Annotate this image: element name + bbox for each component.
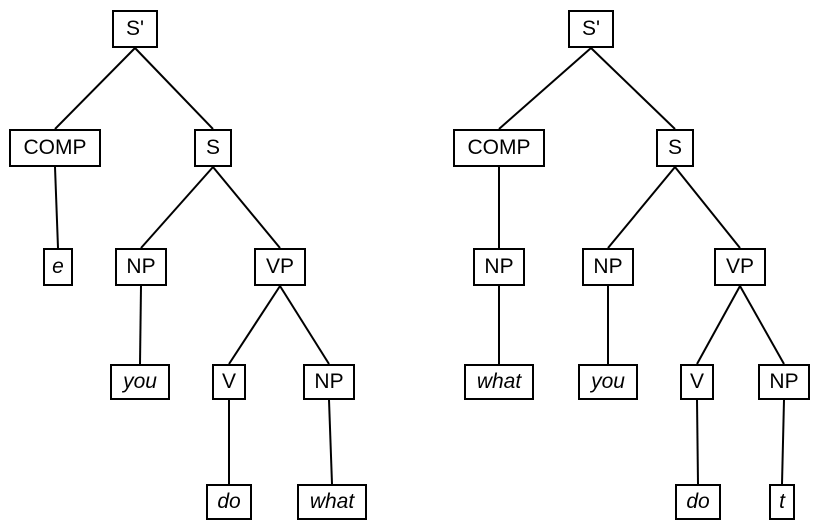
node-label: VP — [725, 255, 754, 278]
tree-node-l-you: you — [110, 364, 170, 400]
node-label: VP — [265, 255, 294, 278]
tree-node-r-comp: COMP — [453, 129, 545, 167]
tree-node-r-np1: NP — [582, 248, 634, 286]
tree-node-r-s: S — [656, 129, 694, 167]
node-label: what — [309, 490, 355, 513]
tree-edge-l-s-to-l-vp — [212, 166, 281, 249]
node-label: you — [591, 370, 625, 393]
tree-edge-r-v-to-r-do — [696, 399, 699, 485]
node-label: what — [476, 370, 522, 393]
node-label: NP — [769, 370, 799, 393]
tree-edge-r-vp-to-r-v — [696, 285, 741, 365]
node-label: t — [779, 490, 785, 513]
tree-node-r-what: what — [464, 364, 534, 400]
node-label: you — [123, 370, 157, 393]
node-label: do — [217, 490, 241, 513]
node-label: V — [221, 370, 236, 393]
tree-node-r-do: do — [675, 484, 721, 520]
node-label: NP — [593, 255, 623, 278]
tree-edge-r-sbar-to-r-comp — [498, 47, 592, 130]
tree-node-r-np2: NP — [758, 364, 810, 400]
node-label: S — [205, 136, 220, 159]
tree-edge-l-vp-to-l-v — [228, 285, 281, 365]
tree-edge-r-vp-to-r-np2 — [739, 285, 785, 365]
tree-edge-r-s-to-r-vp — [674, 166, 741, 249]
tree-edge-l-comp-to-l-e — [54, 166, 59, 249]
node-label: S' — [125, 17, 145, 40]
node-label: COMP — [23, 136, 87, 159]
node-label: NP — [126, 255, 156, 278]
tree-node-r-vp: VP — [714, 248, 766, 286]
tree-edge-l-sbar-to-l-comp — [54, 47, 136, 130]
tree-node-r-v: V — [680, 364, 714, 400]
node-label: V — [689, 370, 704, 393]
node-label: S — [667, 136, 682, 159]
node-label: S' — [581, 17, 601, 40]
tree-edge-r-s-to-r-np1 — [607, 166, 676, 249]
node-label: do — [686, 490, 710, 513]
tree-node-l-s: S — [194, 129, 232, 167]
tree-node-l-e: e — [43, 248, 73, 286]
tree-node-l-np2: NP — [303, 364, 355, 400]
tree-node-r-you: you — [578, 364, 638, 400]
tree-node-l-do: do — [206, 484, 252, 520]
node-label: COMP — [467, 136, 531, 159]
node-label: NP — [484, 255, 514, 278]
tree-node-l-what: what — [297, 484, 367, 520]
tree-node-l-np1: NP — [115, 248, 167, 286]
tree-node-r-t: t — [769, 484, 795, 520]
tree-edge-l-np1-to-l-you — [139, 285, 142, 365]
tree-edge-l-vp-to-l-np2 — [279, 285, 330, 365]
tree-node-r-np0: NP — [473, 248, 525, 286]
tree-node-l-vp: VP — [254, 248, 306, 286]
node-label: e — [52, 255, 64, 278]
tree-node-l-sbar: S' — [112, 10, 158, 48]
tree-edge-l-sbar-to-l-s — [134, 47, 214, 130]
tree-edge-r-sbar-to-r-s — [590, 47, 676, 130]
tree-node-l-comp: COMP — [9, 129, 101, 167]
tree-node-r-sbar: S' — [568, 10, 614, 48]
tree-edge-l-s-to-l-np1 — [140, 166, 214, 249]
tree-edge-l-np2-to-l-what — [328, 399, 333, 485]
node-label: NP — [314, 370, 344, 393]
tree-node-l-v: V — [212, 364, 246, 400]
tree-edge-r-np2-to-r-t — [781, 399, 785, 485]
